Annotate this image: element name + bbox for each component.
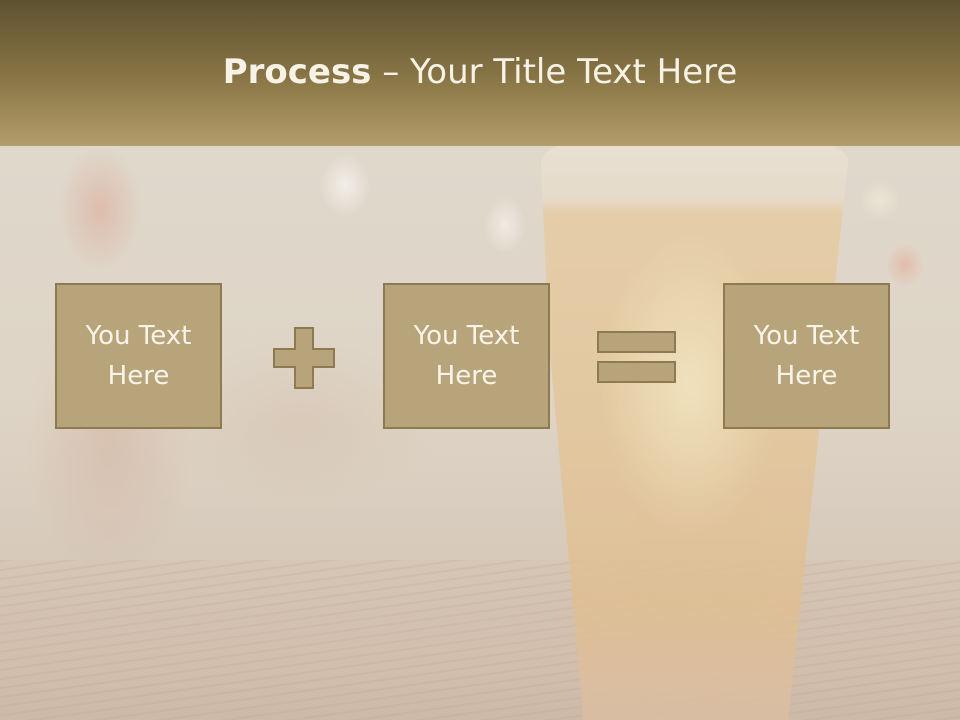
process-result-box[interactable]: You Text Here: [723, 283, 890, 429]
slide-title-bold: Process: [222, 52, 372, 92]
plus-icon: [273, 327, 335, 389]
slide-title[interactable]: Process – Your Title Text Here: [0, 52, 960, 92]
process-step-2-label: You Text Here: [413, 321, 520, 391]
slide-title-rest: – Your Title Text Here: [371, 52, 738, 92]
process-step-1-box[interactable]: You Text Here: [55, 283, 222, 429]
title-band: Process – Your Title Text Here: [0, 0, 960, 146]
process-step-2-box[interactable]: You Text Here: [383, 283, 550, 429]
process-step-1-label: You Text Here: [85, 321, 192, 391]
process-result-label: You Text Here: [753, 321, 860, 391]
equals-icon: [597, 331, 676, 383]
beer-glass-image: [540, 145, 850, 720]
